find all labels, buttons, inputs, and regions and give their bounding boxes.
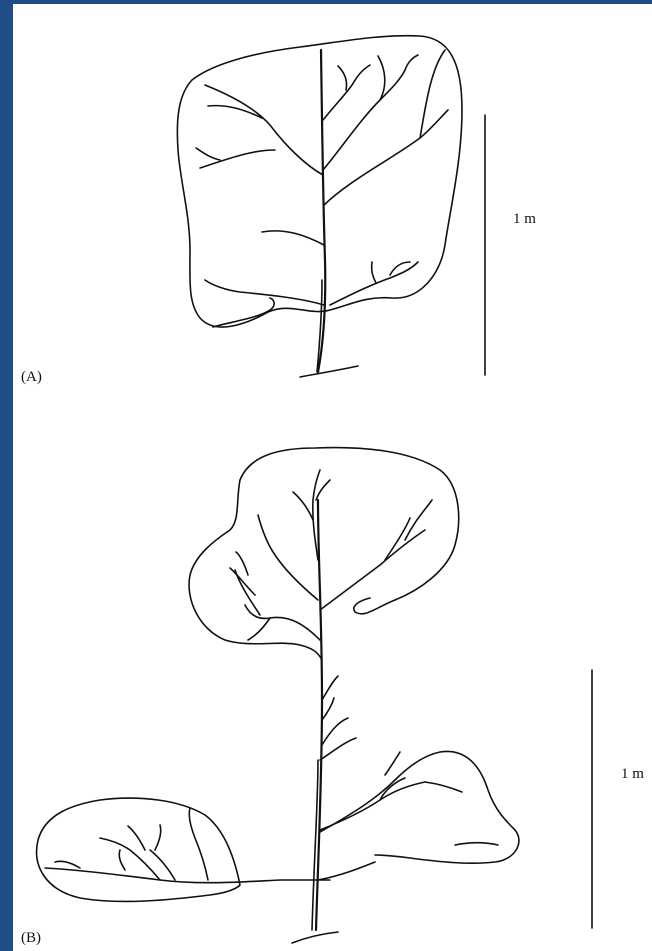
tree-b-branch [230, 568, 255, 595]
tree-b-branch [128, 826, 145, 850]
tree-b-twig [322, 676, 338, 700]
tree-b-branch [119, 850, 125, 870]
tree-b-main-lateral-branch [45, 868, 330, 883]
tree-a-crown-outline [177, 36, 462, 327]
tree-b-branch [258, 515, 318, 600]
tree-b-left-crown-outline [189, 480, 322, 660]
panel-b-label: (B) [21, 931, 41, 946]
tree-a-branch [205, 280, 324, 305]
tree-b-branch [425, 782, 462, 792]
tree-b-branch [155, 825, 161, 850]
tree-a-branch [196, 148, 220, 160]
panel-a-label: (A) [21, 370, 42, 385]
tree-a-roots [300, 366, 358, 377]
tree-b-trunk [316, 500, 322, 930]
tree-a-branch [200, 150, 275, 168]
tree-b-branch [55, 861, 80, 868]
tree-b-branch [189, 808, 208, 880]
tree-b-twig [320, 738, 356, 760]
tree-a-branch [338, 66, 347, 90]
tree-b-branch [320, 530, 425, 610]
tree-a [177, 36, 485, 377]
tree-a-branch [323, 65, 370, 120]
tree-a-branch [420, 50, 445, 138]
tree-b-branch [248, 618, 270, 640]
tree-b-twig [322, 698, 334, 720]
tree-b-branch [455, 843, 498, 845]
tree-a-branch [372, 262, 376, 283]
tree-a-trunk [318, 50, 325, 372]
tree-a-branch [405, 55, 418, 70]
tree-b-branch [293, 492, 313, 520]
tree-b-branch [316, 480, 330, 500]
tree-b-twig [322, 718, 348, 745]
tree-a-branch [205, 85, 323, 175]
tree-b-main-lateral-branch [318, 862, 375, 880]
tree-b-branch [236, 552, 248, 575]
tree-a-branch [262, 231, 324, 245]
tree-b-roots [292, 932, 338, 943]
tree-b [37, 448, 592, 943]
tree-b-branch [150, 850, 175, 880]
tree-b-left-lower-crown-outline [37, 798, 240, 901]
tree-b-right-lower-crown-outline [320, 751, 519, 863]
tree-a-branch [324, 110, 448, 205]
tree-a-branch [208, 106, 262, 118]
panel-a-scale-label: 1 m [513, 212, 536, 227]
tree-b-branch [385, 752, 400, 775]
panel-b-scale-label: 1 m [621, 767, 644, 782]
tree-a-branch [323, 70, 405, 170]
tree-a-branch [378, 56, 385, 100]
tree-b-branch [320, 782, 425, 830]
